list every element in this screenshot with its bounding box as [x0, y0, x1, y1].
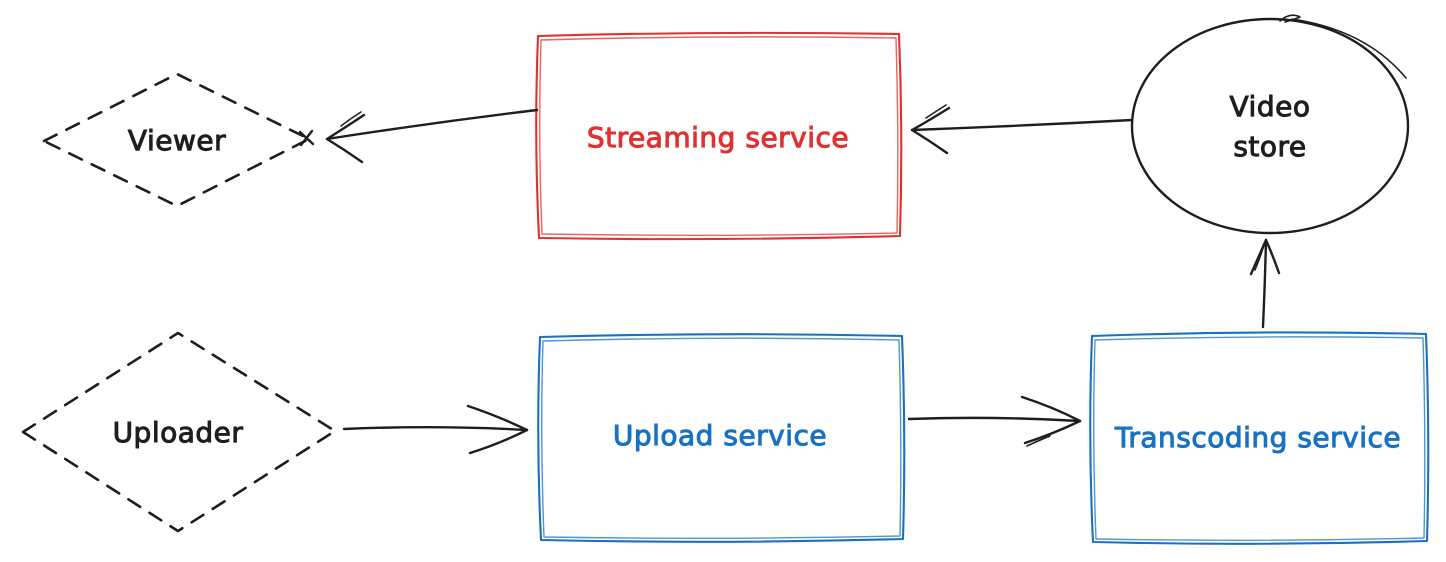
arrowhead-sketch-stroke	[1026, 435, 1051, 447]
arrow-shaft	[1261, 238, 1268, 329]
node-transcoding-service[interactable]: Transcoding service	[1089, 331, 1430, 545]
arrowhead-right-icon	[466, 404, 529, 455]
viewer-diamond-shape	[42, 72, 311, 208]
arrowhead-sketch-stroke	[1254, 244, 1265, 271]
video-store-label-line1: Video	[1230, 90, 1311, 123]
node-upload-service[interactable]: Upload service	[537, 333, 906, 543]
upload-service-rect-shape	[537, 333, 906, 543]
node-viewer[interactable]: Viewer	[42, 72, 311, 208]
video-store-ellipse-sketch	[1291, 18, 1407, 79]
upload-service-label: Upload service	[613, 419, 827, 452]
streaming-service-label: Streaming service	[587, 121, 849, 154]
node-streaming-service[interactable]: Streaming service	[535, 31, 903, 241]
node-uploader[interactable]: Uploader	[21, 331, 337, 533]
transcoding-service-rect-sketch	[1093, 336, 1426, 541]
uploader-label: Uploader	[113, 416, 244, 449]
video-store-ellipse-curl	[1279, 14, 1301, 23]
upload-service-rect-sketch	[541, 337, 902, 539]
arrowhead-sketch-stroke	[925, 104, 947, 119]
streaming-service-rect-shape	[535, 31, 903, 241]
video-store-ellipse-shape	[1130, 17, 1410, 235]
arrowhead-left-icon	[325, 113, 366, 164]
arrow-uploader-to-upload-service[interactable]	[342, 404, 529, 455]
transcoding-service-rect-shape	[1089, 331, 1430, 545]
arrow-transcoding-service-to-video-store[interactable]	[1249, 238, 1281, 329]
arrow-upload-service-to-transcoding-service[interactable]	[907, 395, 1082, 447]
arrow-shaft	[910, 118, 1134, 132]
viewer-label: Viewer	[128, 124, 226, 157]
arrowhead-sketch-stroke	[340, 111, 362, 127]
arrow-shaft	[342, 426, 529, 432]
streaming-service-rect-sketch	[539, 36, 899, 236]
transcoding-service-label: Transcoding service	[1114, 421, 1401, 454]
node-video-store[interactable]: Video store	[1130, 14, 1410, 235]
arrow-shaft	[907, 416, 1082, 423]
arrow-video-store-to-streaming-service[interactable]	[910, 104, 1134, 155]
arrow-streaming-service-to-viewer[interactable]	[298, 108, 539, 164]
arrowhead-left-icon	[910, 106, 951, 155]
video-store-label-line2: store	[1233, 130, 1306, 163]
arrowhead-up-icon	[1249, 238, 1281, 276]
arrow-endpoint-x-icon	[298, 129, 315, 147]
arrow-shaft	[325, 108, 539, 141]
arrowhead-right-icon	[1020, 395, 1082, 445]
